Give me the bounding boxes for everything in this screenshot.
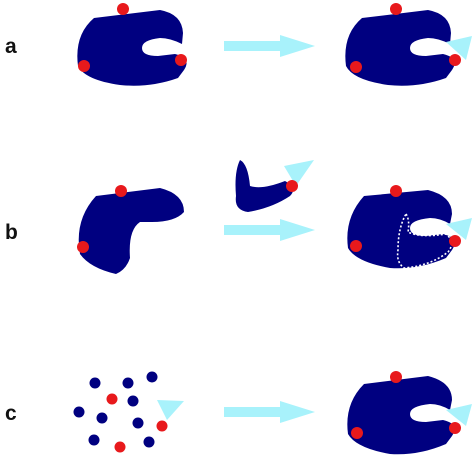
binding-site-a-right-right xyxy=(449,54,461,66)
receptor-shape-b-left xyxy=(78,188,184,274)
particle-blue xyxy=(122,377,134,389)
particle-blue xyxy=(88,434,100,446)
ligand-c xyxy=(446,404,472,426)
binding-site-b-left-left xyxy=(77,241,89,253)
binding-site-a-left-top xyxy=(117,3,129,15)
particle-blue xyxy=(143,436,155,448)
ligand-b xyxy=(446,218,472,240)
row-label-c: c xyxy=(5,402,17,425)
particle-red xyxy=(114,441,126,453)
particle-blue xyxy=(127,395,139,407)
row-label-a: a xyxy=(5,35,17,58)
transform-arrow-a xyxy=(224,35,315,57)
binding-site-a-right-left xyxy=(350,61,362,73)
binding-site-c-right-top xyxy=(390,371,402,383)
binding-site-b-right-left xyxy=(350,240,362,252)
row-label-b: b xyxy=(5,221,18,244)
particle-blue xyxy=(132,417,144,429)
binding-site-b-fragment xyxy=(286,180,298,192)
binding-site-a-left-right xyxy=(175,54,187,66)
ligand-c-free xyxy=(157,400,184,420)
particle-red xyxy=(106,393,118,405)
binding-site-b-right-top xyxy=(390,185,402,197)
ligand-b-fragment xyxy=(284,160,314,186)
fragment-dotted-outline-b xyxy=(396,212,453,269)
binding-site-b-left-top xyxy=(115,185,127,197)
particle-blue xyxy=(146,371,158,383)
receptor-shape-b-right xyxy=(347,190,455,269)
receptor-shape-a-left xyxy=(77,10,187,86)
particle-red xyxy=(156,420,168,432)
binding-site-a-right-top xyxy=(390,3,402,15)
particle-blue xyxy=(96,412,108,424)
binding-site-c-right-right xyxy=(449,422,461,434)
transform-arrow-c xyxy=(224,401,315,423)
transform-arrow-b xyxy=(224,219,315,241)
receptor-fragment-b xyxy=(235,160,294,212)
binding-site-c-right-left xyxy=(351,427,363,439)
binding-site-a-left-left xyxy=(78,60,90,72)
binding-site-b-right-right xyxy=(449,235,461,247)
ligand-a xyxy=(446,36,472,60)
particle-blue xyxy=(89,377,101,389)
receptor-shape-a-right xyxy=(345,10,455,86)
receptor-shape-c-right xyxy=(347,376,455,455)
particle-blue xyxy=(73,406,85,418)
